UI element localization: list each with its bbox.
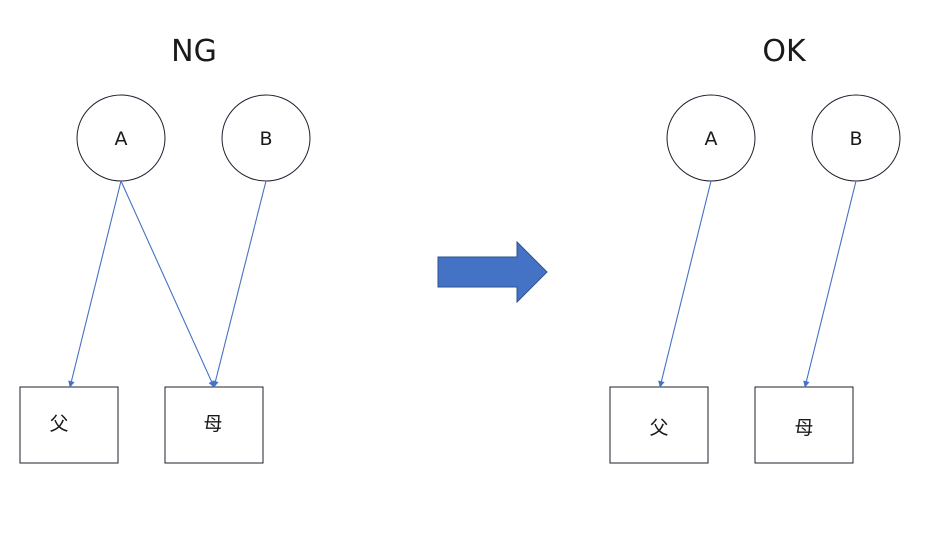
ng-edge-a-to-mother: [120, 180, 215, 388]
ng-node-a-label: A: [115, 128, 128, 150]
ng-box-father-label: 父: [49, 413, 68, 435]
ng-box-father: 父: [19, 386, 119, 464]
ok-node-a: A: [666, 94, 756, 182]
ok-box-father-label: 父: [649, 417, 668, 439]
ng-box-father-rect: [19, 386, 119, 464]
ok-title: OK: [762, 34, 807, 69]
ng-node-b: B: [221, 94, 311, 182]
ng-box-mother-label: 母: [203, 413, 222, 435]
ng-edge-a-to-father: [68, 180, 122, 388]
ng-node-a: A: [76, 94, 166, 182]
ng-box-mother: 母: [164, 386, 264, 464]
ok-edge-a-to-father: [658, 180, 712, 388]
ng-title: NG: [171, 34, 217, 69]
transition-arrow-icon: [437, 240, 548, 304]
ng-box-mother-rect: [164, 386, 264, 464]
ok-box-mother-label: 母: [794, 417, 813, 439]
ok-box-father: 父: [609, 386, 709, 464]
ng-node-b-label: B: [259, 128, 272, 150]
ng-panel: NG A B 父 母: [19, 34, 311, 464]
ok-panel: OK A B 父 母: [609, 34, 901, 464]
ok-edge-b-to-mother: [803, 180, 857, 388]
ok-box-father-rect: [609, 386, 709, 464]
ok-node-b: B: [811, 94, 901, 182]
ok-node-b-label: B: [849, 128, 862, 150]
ok-box-mother: 母: [754, 386, 854, 464]
ng-edge-b-to-mother: [212, 180, 267, 388]
ok-node-a-label: A: [705, 128, 718, 150]
